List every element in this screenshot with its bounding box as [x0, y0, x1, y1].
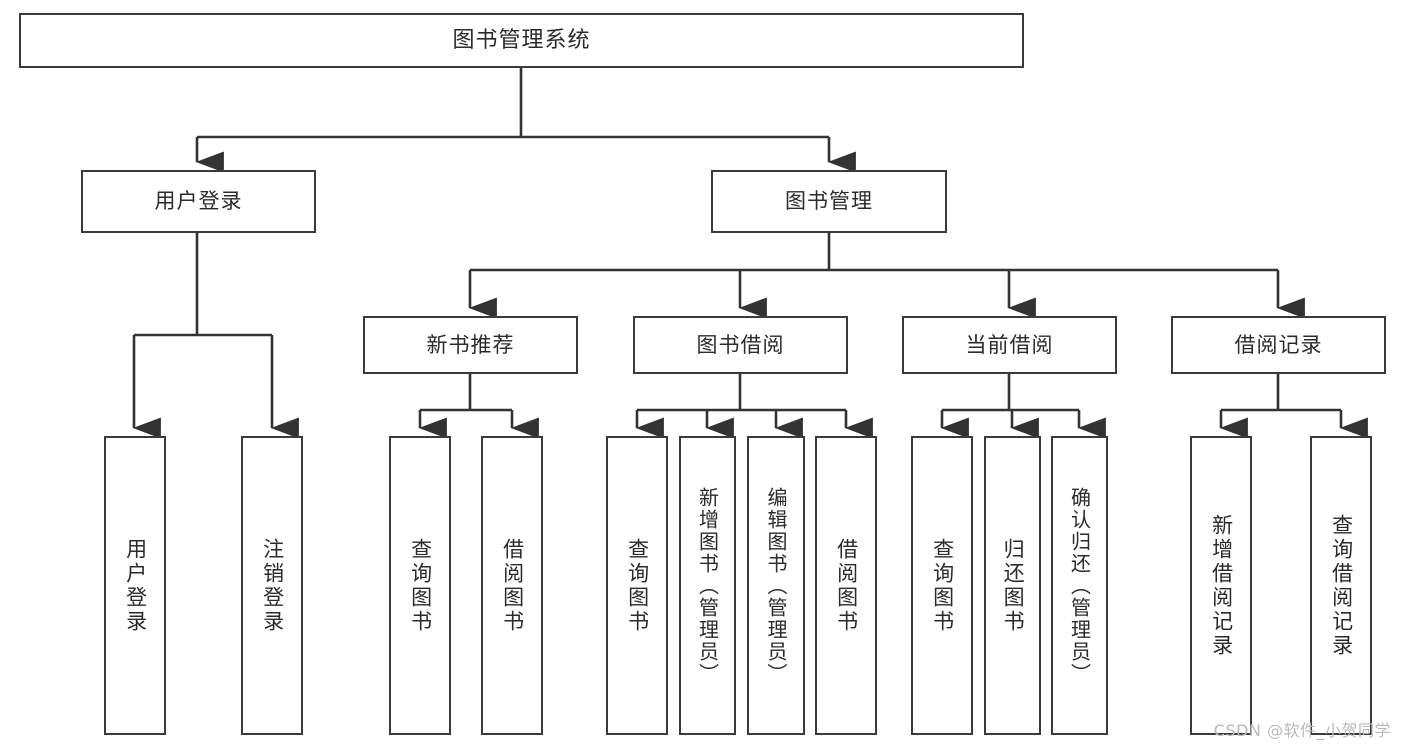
- leaf-current-confirm-return-admin[interactable]: 确认归还（管理员）: [1051, 436, 1108, 735]
- node-current-borrow[interactable]: 当前借阅: [902, 316, 1117, 374]
- node-label: 查询图书: [625, 537, 650, 634]
- node-label: 确认归还（管理员）: [1067, 486, 1092, 685]
- node-label: 编辑图书（管理员）: [764, 486, 788, 685]
- leaf-borrow-query-book[interactable]: 查询图书: [606, 436, 668, 735]
- node-label: 用户登录: [123, 537, 148, 634]
- node-label: 借阅图书: [500, 537, 525, 634]
- node-book-borrow[interactable]: 图书借阅: [633, 316, 848, 374]
- node-label: 查询图书: [408, 537, 433, 634]
- node-label: 用户登录: [154, 189, 243, 214]
- node-label: 新增借阅记录: [1209, 513, 1234, 658]
- leaf-current-query-book[interactable]: 查询图书: [911, 436, 973, 735]
- leaf-borrow-edit-book-admin[interactable]: 编辑图书（管理员）: [747, 436, 805, 735]
- node-label: 当前借阅: [965, 332, 1054, 357]
- node-label: 注销登录: [260, 537, 285, 634]
- node-borrow-record[interactable]: 借阅记录: [1171, 316, 1386, 374]
- node-user-login[interactable]: 用户登录: [81, 170, 316, 233]
- node-label: 图书管理系统: [452, 27, 591, 53]
- node-label: 借阅图书: [834, 537, 859, 634]
- leaf-user-login-login[interactable]: 用户登录: [104, 436, 166, 735]
- leaf-borrow-borrow-book[interactable]: 借阅图书: [815, 436, 877, 735]
- node-label: 查询图书: [930, 537, 955, 634]
- node-label: 借阅记录: [1234, 332, 1323, 357]
- watermark-text: CSDN @软件_小贺同学: [1213, 721, 1391, 740]
- node-label: 查询借阅记录: [1329, 513, 1354, 658]
- leaf-current-return-book[interactable]: 归还图书: [984, 436, 1041, 735]
- node-label: 新书推荐: [426, 332, 515, 357]
- leaf-recommend-query-book[interactable]: 查询图书: [389, 436, 451, 735]
- leaf-record-query-borrow-record[interactable]: 查询借阅记录: [1310, 436, 1372, 735]
- leaf-recommend-borrow-book[interactable]: 借阅图书: [481, 436, 543, 735]
- node-new-book-recommend[interactable]: 新书推荐: [363, 316, 578, 374]
- node-root-book-management-system[interactable]: 图书管理系统: [19, 13, 1024, 68]
- leaf-borrow-add-book-admin[interactable]: 新增图书（管理员）: [679, 436, 736, 735]
- node-label: 新增图书（管理员）: [695, 486, 720, 685]
- leaf-user-login-logout[interactable]: 注销登录: [241, 436, 303, 735]
- leaf-record-add-borrow-record[interactable]: 新增借阅记录: [1190, 436, 1252, 735]
- node-book-management[interactable]: 图书管理: [711, 170, 947, 233]
- node-label: 图书借阅: [696, 332, 785, 357]
- node-label: 图书管理: [785, 189, 873, 214]
- node-label: 归还图书: [1001, 537, 1026, 634]
